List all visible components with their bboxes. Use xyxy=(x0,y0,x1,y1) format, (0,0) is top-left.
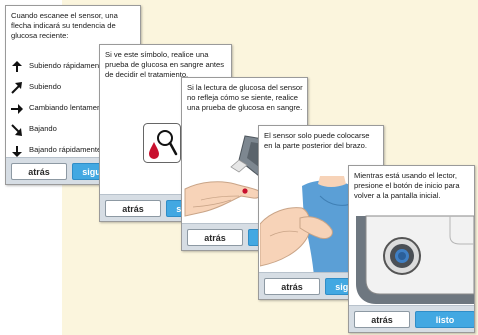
trend-item-changing-slowly: Cambiando lentamente xyxy=(10,101,140,115)
home-button-screen: Mientras está usando el lector, presione… xyxy=(348,165,475,333)
trend-label: Bajando xyxy=(29,124,57,133)
trend-label: Subiendo xyxy=(29,82,62,91)
arrow-down-icon xyxy=(12,146,22,157)
back-button[interactable]: atrás xyxy=(105,200,161,217)
screen-instruction-text: Mientras está usando el lector, presione… xyxy=(354,171,460,200)
reader-device-illustration xyxy=(356,215,474,304)
back-button[interactable]: atrás xyxy=(187,229,243,246)
screen-instruction-text: Cuando escanee el sensor, una flecha ind… xyxy=(11,11,118,40)
arrow-up-right-icon xyxy=(11,82,22,94)
arrow-down-right-icon xyxy=(11,124,22,136)
trend-label: Cambiando lentamente xyxy=(29,103,108,112)
trend-item-falling-quickly: Bajando rápidamente xyxy=(10,143,140,157)
screen-instruction-text: Si la lectura de glucosa del sensor no r… xyxy=(187,83,303,112)
back-button[interactable]: atrás xyxy=(11,163,67,180)
back-button[interactable]: atrás xyxy=(354,311,410,328)
check-blood-glucose-icon xyxy=(143,123,181,163)
trend-item-rising-quickly: Subiendo rápidamente xyxy=(10,59,140,73)
blood-test-screen: Si la lectura de glucosa del sensor no r… xyxy=(181,77,308,251)
button-bar: atrás listo xyxy=(349,305,474,332)
trend-label: Subiendo rápidamente xyxy=(29,61,106,70)
screen-instruction-text: Si ve este símbolo, realice una prueba d… xyxy=(105,50,225,79)
trend-item-falling: Bajando xyxy=(10,122,140,136)
back-button[interactable]: atrás xyxy=(264,278,320,295)
screen-instruction-text: El sensor solo puede colocarse en la par… xyxy=(264,131,370,150)
trend-item-rising: Subiendo xyxy=(10,80,140,94)
arrow-up-icon xyxy=(12,61,22,72)
trend-label: Bajando rápidamente xyxy=(29,145,102,154)
done-button[interactable]: listo xyxy=(415,311,474,328)
arrow-right-icon xyxy=(11,104,23,114)
